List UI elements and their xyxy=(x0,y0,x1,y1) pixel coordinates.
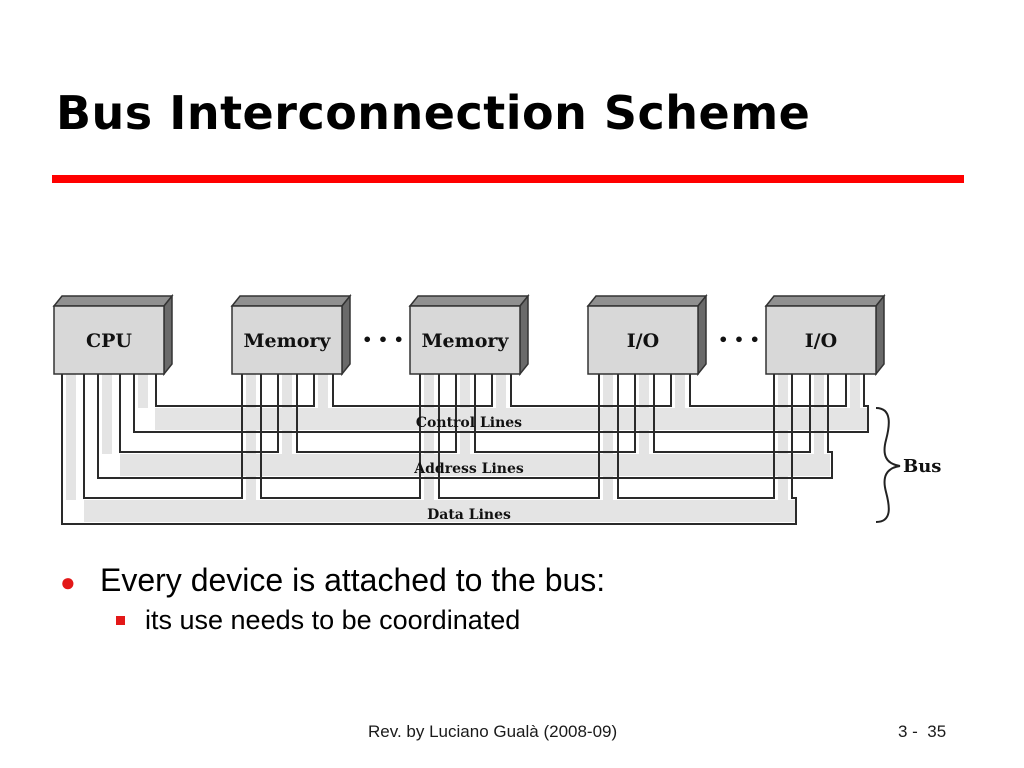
ellipsis: • • • xyxy=(718,330,760,349)
page-number: 35 xyxy=(927,722,947,741)
bullet-dot-icon: ● xyxy=(60,567,76,597)
module-cpu: CPU xyxy=(52,293,174,377)
bullet-text: Every device is attached to the bus: xyxy=(100,562,606,598)
module-io: I/O xyxy=(586,293,708,377)
bus-label: Bus xyxy=(903,456,941,477)
module-label: CPU xyxy=(86,330,132,352)
title-underline xyxy=(52,175,964,183)
data-lines-label: Data Lines xyxy=(427,507,511,523)
module-io: I/O xyxy=(764,293,886,377)
footer-credit: Rev. by Luciano Gualà (2008-09) xyxy=(368,722,618,741)
bullet-list: ● Every device is attached to the bus: i… xyxy=(60,562,605,636)
module-memory: Memory xyxy=(230,293,352,377)
bus-brace xyxy=(875,407,901,523)
bullet-level2: its use needs to be coordinated xyxy=(116,605,605,636)
module-memory: Memory xyxy=(408,293,530,377)
slide-title: Bus Interconnection Scheme xyxy=(56,86,811,140)
bullet-text: its use needs to be coordinated xyxy=(145,605,521,635)
module-label: I/O xyxy=(805,330,837,352)
module-label: Memory xyxy=(422,330,510,352)
module-label: I/O xyxy=(627,330,659,352)
bullet-level1: ● Every device is attached to the bus: xyxy=(60,562,605,599)
footer-page-number: 3 - 35 xyxy=(898,722,946,742)
module-label: Memory xyxy=(244,330,332,352)
ellipsis: • • • xyxy=(362,330,404,349)
address-lines-label: Address Lines xyxy=(413,461,524,477)
bullet-square-icon xyxy=(116,616,125,625)
control-lines-label: Control Lines xyxy=(416,415,522,431)
section-number: 3 - xyxy=(898,722,918,741)
